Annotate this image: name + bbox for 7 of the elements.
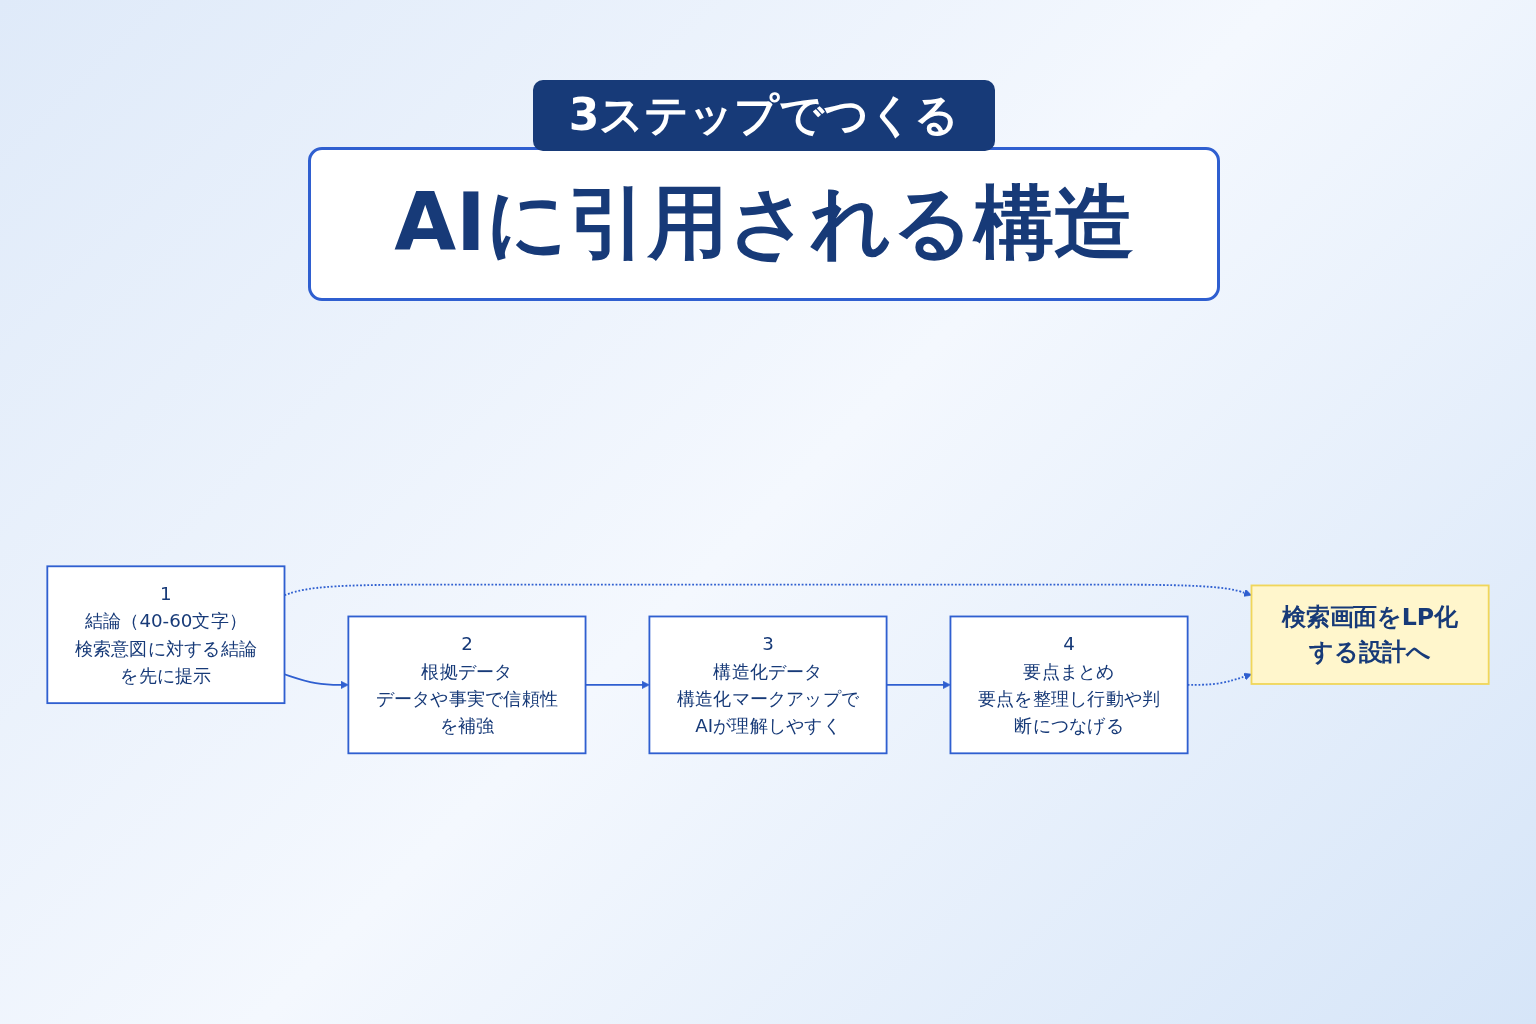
node-box: 4 要点まとめ 要点を整理し行動や判断につなげる — [949, 615, 1189, 755]
title: AIに引用される構造 — [308, 147, 1220, 301]
node-box: 1 結論（40-60文字） 検索意図に対する結論を先に提示 — [46, 565, 286, 705]
subtitle-banner: 3ステップでつくる — [532, 80, 996, 151]
node-box: 検索画面をLP化する設計へ — [1250, 584, 1490, 686]
node-box: 2 根拠データ データや事実で信頼性を補強 — [347, 615, 587, 755]
node-box: 3 構造化データ 構造化マークアップでAIが理解しやすく — [648, 615, 888, 755]
